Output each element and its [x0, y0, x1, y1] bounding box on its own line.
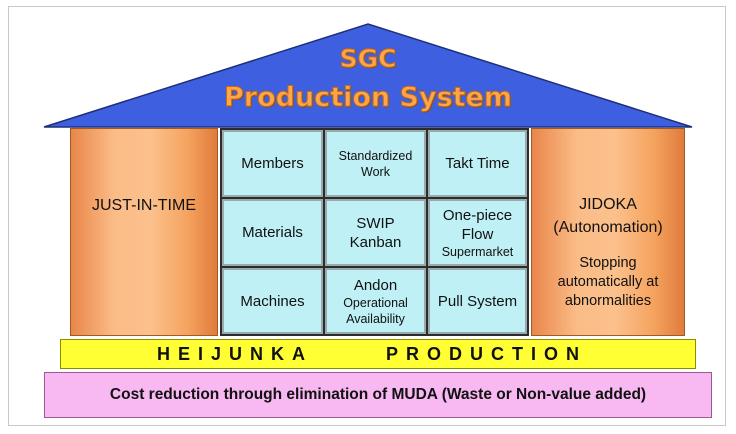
- cell-pull-system: Pull System: [428, 268, 527, 334]
- cell-text: SWIP: [356, 214, 395, 232]
- roof-title-line1: SGC: [339, 44, 397, 74]
- cell-text: Machines: [240, 292, 305, 310]
- heijunka-word: HEIJUNKA: [157, 344, 314, 364]
- cell-swip-kanban: SWIP Kanban: [325, 199, 426, 266]
- cell-standardized-work: Standardized Work: [325, 130, 426, 197]
- cell-text: Takt Time: [445, 155, 510, 172]
- cell-text: Flow: [461, 225, 494, 243]
- jidoka-title-line2: (Autonomation): [553, 219, 663, 236]
- cell-text: Work: [361, 164, 390, 179]
- cell-text: One-piece: [442, 206, 513, 224]
- cell-one-piece-flow: One-piece Flow Supermarket: [428, 199, 527, 266]
- jidoka-description: Stopping automatically at abnormalities: [532, 254, 684, 311]
- cell-takt-time: Takt Time: [428, 130, 527, 197]
- heijunka-production-bar: HEIJUNKA PRODUCTION: [60, 339, 696, 369]
- pillar-jidoka: JIDOKA (Autonomation) Stopping automatic…: [531, 128, 685, 336]
- cell-andon: Andon Operational Availability: [325, 268, 426, 334]
- cell-text: Availability: [346, 311, 405, 326]
- jidoka-title: JIDOKA (Autonomation): [532, 193, 684, 239]
- jidoka-desc-line1: Stopping: [579, 255, 637, 271]
- jidoka-title-line1: JIDOKA: [579, 196, 637, 213]
- roof-title-line2: Production System: [223, 82, 512, 114]
- cell-members: Members: [222, 130, 323, 197]
- muda-foundation: Cost reduction through elimination of MU…: [44, 372, 712, 418]
- roof-triangle: [43, 23, 693, 128]
- pillar-just-in-time: JUST-IN-TIME: [70, 128, 218, 336]
- cell-text: Pull System: [437, 292, 518, 310]
- jidoka-desc-line3: abnormalities: [564, 293, 652, 309]
- cell-machines: Machines: [222, 268, 323, 334]
- just-in-time-label: JUST-IN-TIME: [92, 197, 196, 214]
- cell-text: Supermarket: [441, 244, 514, 259]
- cell-materials: Materials: [222, 199, 323, 266]
- production-word: PRODUCTION: [386, 344, 587, 364]
- jidoka-desc-line2: automatically at: [557, 274, 659, 290]
- cell-text: Operational: [343, 295, 408, 310]
- cell-text: Materials: [242, 224, 303, 241]
- cell-text: Kanban: [349, 233, 402, 251]
- cell-text: Members: [241, 155, 304, 172]
- cell-text: Standardized: [338, 148, 413, 163]
- cell-text: Andon: [353, 276, 398, 294]
- diagram-frame: [8, 6, 726, 426]
